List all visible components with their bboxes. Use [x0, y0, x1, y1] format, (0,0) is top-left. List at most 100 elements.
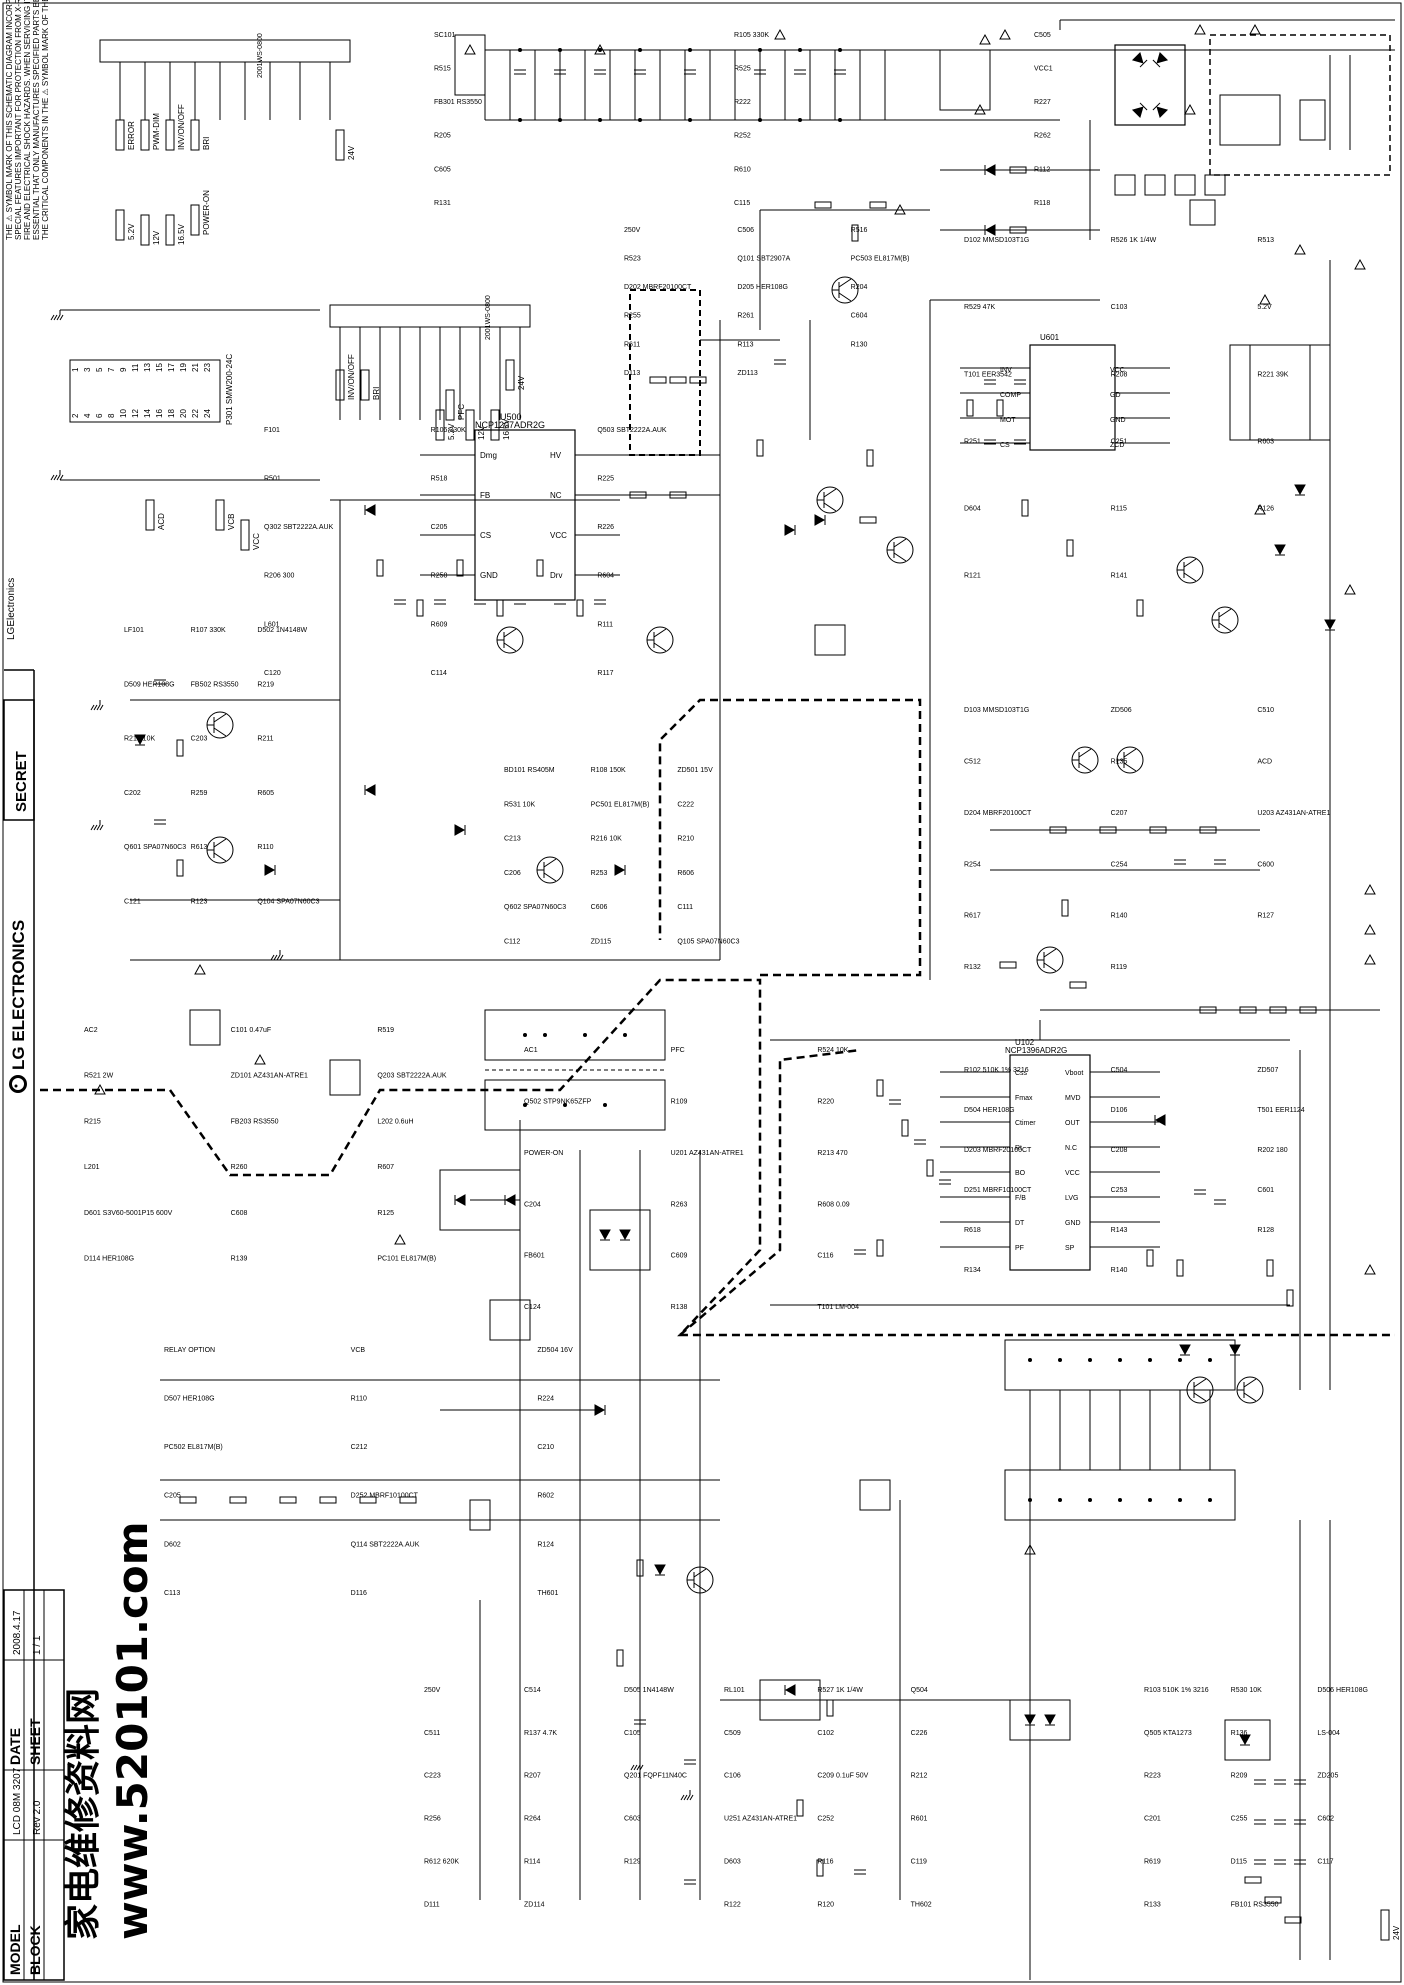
p301-pin: 18 [167, 409, 176, 418]
component-label: R225 [597, 476, 614, 483]
component-label: C101 0.47uF [231, 1027, 271, 1034]
component-label: R111 [597, 621, 613, 628]
component-label: C252 [817, 1816, 834, 1823]
component-label: 5.2V [1257, 304, 1272, 311]
lg-small-label: LGElectronics [6, 578, 17, 640]
net-label: PWM-DIM [152, 113, 161, 150]
net-label: VCC [252, 533, 261, 550]
component-label: SC101 [434, 32, 456, 39]
component-label: D252 MBRF10100CT [351, 1493, 419, 1500]
component-label: D111 [424, 1901, 440, 1908]
component-label: R107 330K [191, 627, 226, 634]
component-label: D106 [1111, 1107, 1128, 1114]
component-label: C205 [164, 1493, 181, 1500]
component-label: Fmax [1015, 1095, 1033, 1102]
component-label: C207 [1111, 810, 1128, 817]
p301-pin: 10 [119, 409, 128, 418]
component-label: INV [1000, 367, 1012, 374]
component-label: GD [1110, 392, 1121, 399]
component-label: Q203 SBT2222A.AUK [377, 1073, 447, 1080]
component-label: C124 [524, 1304, 541, 1311]
component-label: OUT [1065, 1120, 1081, 1127]
net-label: BRI [372, 387, 381, 400]
component-label: DT [1015, 1220, 1025, 1227]
component-label: D102 MMSD103T1G [964, 237, 1029, 244]
component-label: R515 [434, 66, 451, 73]
component-label: R223 [1144, 1773, 1161, 1780]
net-label: 5.2V [447, 423, 456, 440]
component-label: AC2 [84, 1027, 98, 1034]
component-label: LVG [1065, 1195, 1079, 1202]
component-label: R259 [191, 790, 208, 797]
component-label: C208 [1111, 1147, 1128, 1154]
net-label: 12V [152, 230, 161, 245]
component-label: C605 [434, 166, 451, 173]
component-label: R227 [1034, 99, 1051, 106]
component-label: U601 [1040, 333, 1060, 342]
component-label: R137 4.7K [524, 1730, 557, 1737]
component-label: D251 MBRF10100CT [964, 1187, 1032, 1194]
component-label: C206 [504, 870, 521, 877]
component-label: R526 1K 1/4W [1111, 237, 1157, 244]
component-label: R613 [191, 844, 208, 851]
component-label: R529 47K [964, 304, 995, 311]
component-label: R219 [257, 681, 274, 688]
block-label: BLOCK [27, 1925, 43, 1975]
component-label: HV [550, 451, 562, 460]
component-label: C103 [1111, 304, 1128, 311]
component-label: D603 [724, 1858, 741, 1865]
component-label: R103 510K 1% 3216 [1144, 1687, 1209, 1694]
component-label: C212 [351, 1444, 368, 1451]
component-label: R263 [671, 1201, 688, 1208]
component-label: NC [550, 491, 562, 500]
p-top-label: 2001WS-0800 [257, 33, 264, 78]
component-label: D103 MMSD103T1G [964, 707, 1029, 714]
component-label: PC503 EL817M(B) [851, 256, 910, 263]
p301-pin: 7 [107, 367, 116, 372]
component-label: VCC1 [1034, 66, 1053, 73]
component-label: MOT [1000, 417, 1016, 424]
title-block: MODEL BLOCK LCD 08M 3207 Rev 2.0 DATE SH… [3, 1589, 65, 1981]
component-label: VCB [351, 1347, 366, 1354]
p301-pin: 8 [107, 413, 116, 418]
component-label: C226 [911, 1730, 928, 1737]
component-label: C606 [591, 904, 608, 911]
net-label: PFC [457, 404, 466, 420]
component-label: FB601 [524, 1253, 545, 1260]
net-label: 24V [347, 145, 356, 160]
component-label: C223 [424, 1773, 441, 1780]
connector-p301: P301 SMW200-24C 232119171513119753124222… [69, 354, 234, 425]
component-label: R108 150K [591, 767, 626, 774]
component-label: R501 [264, 476, 281, 483]
component-label: PC501 EL817M(B) [591, 801, 650, 808]
component-label: MVD [1065, 1095, 1081, 1102]
secret-label: SECRET [13, 751, 30, 812]
note-line-2: SPECIAL FEATURES IMPORTANT FOR PROTECTIO… [14, 0, 23, 240]
component-label: SP [1065, 1245, 1075, 1252]
component-label: C603 [624, 1816, 641, 1823]
component-label: R121 [964, 573, 981, 580]
component-label: C600 [1257, 861, 1274, 868]
component-label: FB301 RS3550 [434, 99, 482, 106]
component-label: ZD113 [737, 370, 758, 377]
component-label: ACD [1257, 758, 1272, 765]
component-label: FB101 RS3550 [1231, 1901, 1279, 1908]
component-label: RL101 [724, 1687, 745, 1694]
component-label: R221 39K [1257, 371, 1288, 378]
component-label: BO [1015, 1170, 1026, 1177]
component-label: R128 [1257, 1227, 1274, 1234]
component-label: R134 [964, 1267, 981, 1274]
component-label: R605 [257, 790, 274, 797]
component-label: D203 MBRF20100CT [964, 1147, 1032, 1154]
component-label: D506 HER108G [1317, 1687, 1368, 1694]
component-label: Ctimer [1015, 1120, 1036, 1127]
p301-pin: 24 [203, 409, 212, 418]
p301-label: P301 SMW200-24C [225, 354, 234, 425]
component-label: R124 [537, 1541, 554, 1548]
component-label: R609 [431, 621, 448, 628]
component-label: R216 10K [591, 836, 622, 843]
component-label: R211 [257, 736, 273, 743]
component-label: R212 [911, 1773, 928, 1780]
